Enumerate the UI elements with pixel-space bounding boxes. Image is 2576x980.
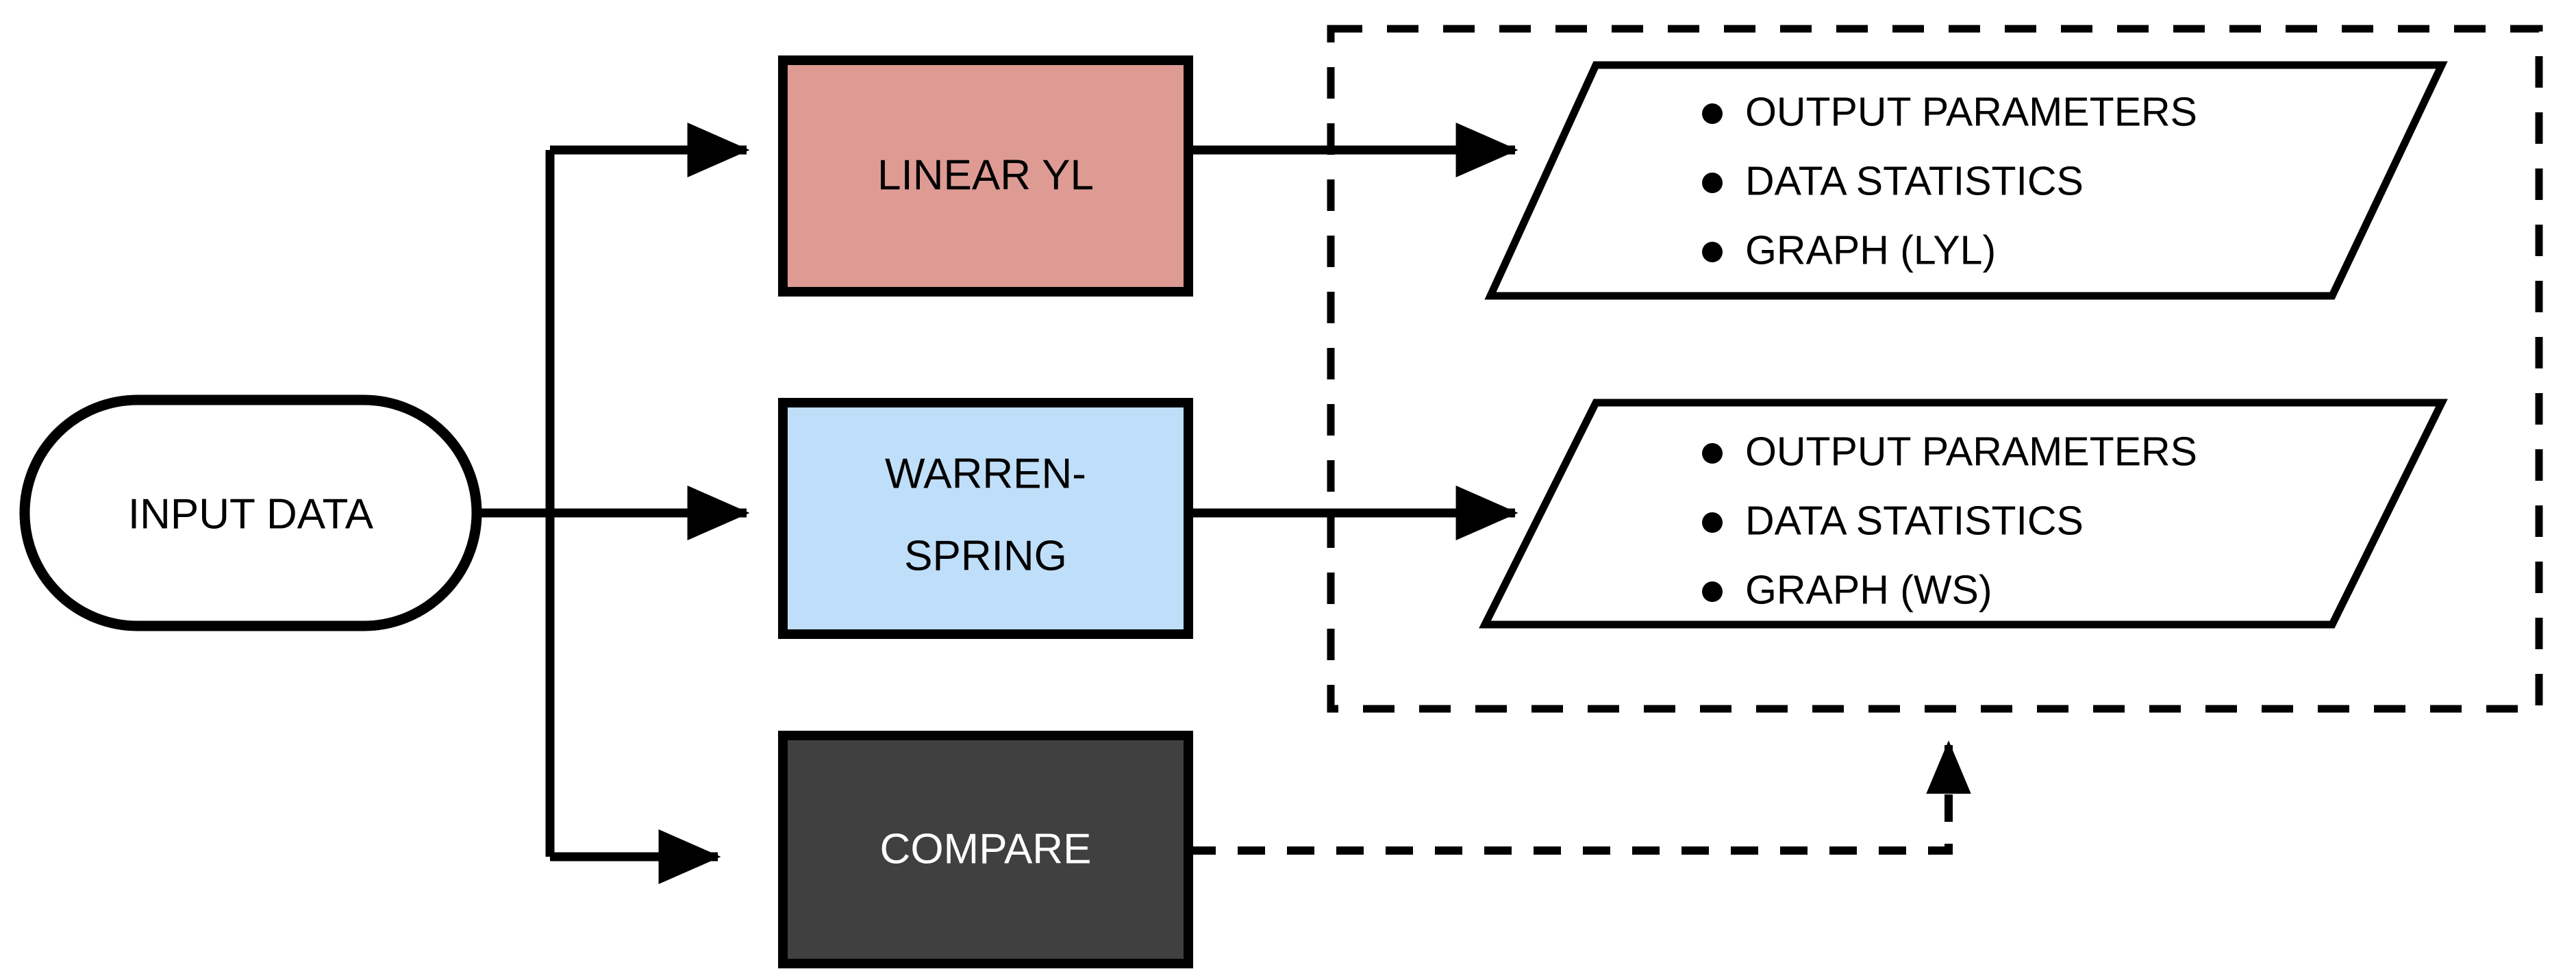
bullet-marker-icon bbox=[1702, 443, 1723, 464]
warren-spring-label-line2: SPRING bbox=[904, 532, 1067, 579]
linear-yl-label: LINEAR YL bbox=[877, 151, 1094, 199]
warren-spring-shape bbox=[778, 398, 1193, 639]
node-input-data[interactable]: INPUT DATA bbox=[19, 394, 482, 631]
compare-shape bbox=[778, 731, 1193, 968]
output-ws-bullet-1: OUTPUT PARAMETERS bbox=[1745, 429, 2197, 475]
input-data-shape bbox=[19, 394, 482, 631]
output-ws-bullet-2: DATA STATISTICS bbox=[1745, 499, 2084, 544]
node-output-lyl[interactable]: OUTPUT PARAMETERS DATA STATISTICS GRAPH … bbox=[1484, 61, 2448, 300]
edge-compare-to-results-group bbox=[1188, 740, 1971, 855]
node-warren-spring[interactable]: WARREN- SPRING bbox=[778, 398, 1193, 639]
output-lyl-bullet-1: OUTPUT PARAMETERS bbox=[1745, 90, 2197, 135]
bullet-marker-icon bbox=[1702, 512, 1723, 533]
results-group-container bbox=[1327, 25, 2543, 713]
bullet-marker-icon bbox=[1702, 103, 1723, 124]
output-ws-bullet-3: GRAPH (WS) bbox=[1745, 568, 1992, 613]
linear-yl-shape bbox=[778, 55, 1193, 297]
bullet-marker-icon bbox=[1702, 173, 1723, 193]
edge-input-branch-trunk bbox=[475, 150, 555, 857]
node-linear-yl[interactable]: LINEAR YL bbox=[778, 55, 1193, 297]
bullet-marker-icon bbox=[1702, 242, 1723, 262]
node-compare[interactable]: COMPARE bbox=[778, 731, 1193, 968]
input-data-label: INPUT DATA bbox=[128, 490, 374, 538]
output-lyl-bullet-3: GRAPH (LYL) bbox=[1745, 228, 1996, 273]
output-lyl-bullet-2: DATA STATISTICS bbox=[1745, 159, 2084, 204]
warren-spring-label-line1: WARREN- bbox=[885, 450, 1086, 497]
output-ws-shape bbox=[1479, 399, 2448, 629]
output-lyl-shape bbox=[1484, 61, 2448, 300]
node-output-ws[interactable]: OUTPUT PARAMETERS DATA STATISTICS GRAPH … bbox=[1479, 399, 2448, 629]
bullet-marker-icon bbox=[1702, 581, 1723, 602]
compare-label: COMPARE bbox=[880, 825, 1092, 872]
